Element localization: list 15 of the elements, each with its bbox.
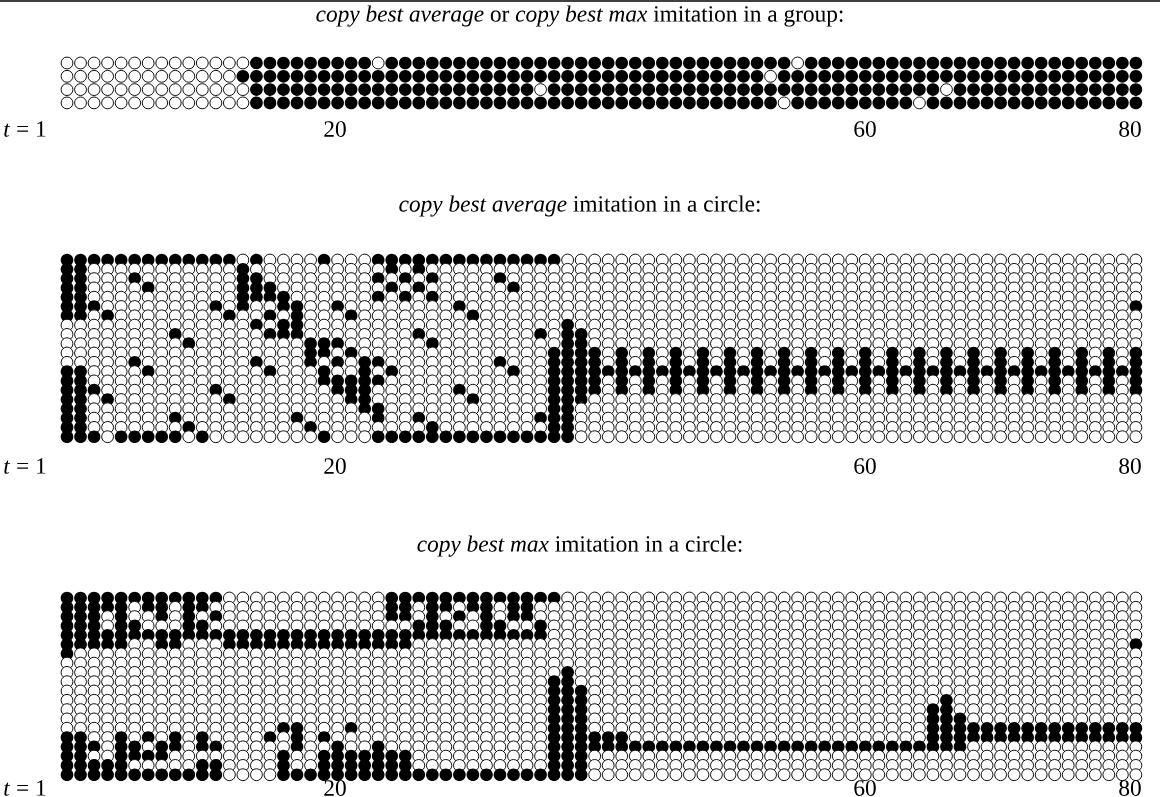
axis-label: t = 1 <box>4 458 46 474</box>
axis-label: 60 <box>854 780 876 796</box>
heading: copy best max imitation in a circle: <box>417 535 742 557</box>
axis-label: 20 <box>324 780 346 796</box>
axis-label: 60 <box>854 458 876 474</box>
axis-label: 20 <box>324 121 346 137</box>
axis-label: t = 1 <box>4 121 46 137</box>
axis-label: 80 <box>1119 121 1141 137</box>
heading: copy best average or copy best max imitation in a group: <box>316 5 843 27</box>
axis-label: t = 1 <box>4 780 46 796</box>
heading: copy best average imitation in a circle: <box>399 195 760 217</box>
axis-label: 80 <box>1119 458 1141 474</box>
axis-label: 80 <box>1119 780 1141 796</box>
axis-label: 20 <box>324 458 346 474</box>
axis-label: 60 <box>854 121 876 137</box>
